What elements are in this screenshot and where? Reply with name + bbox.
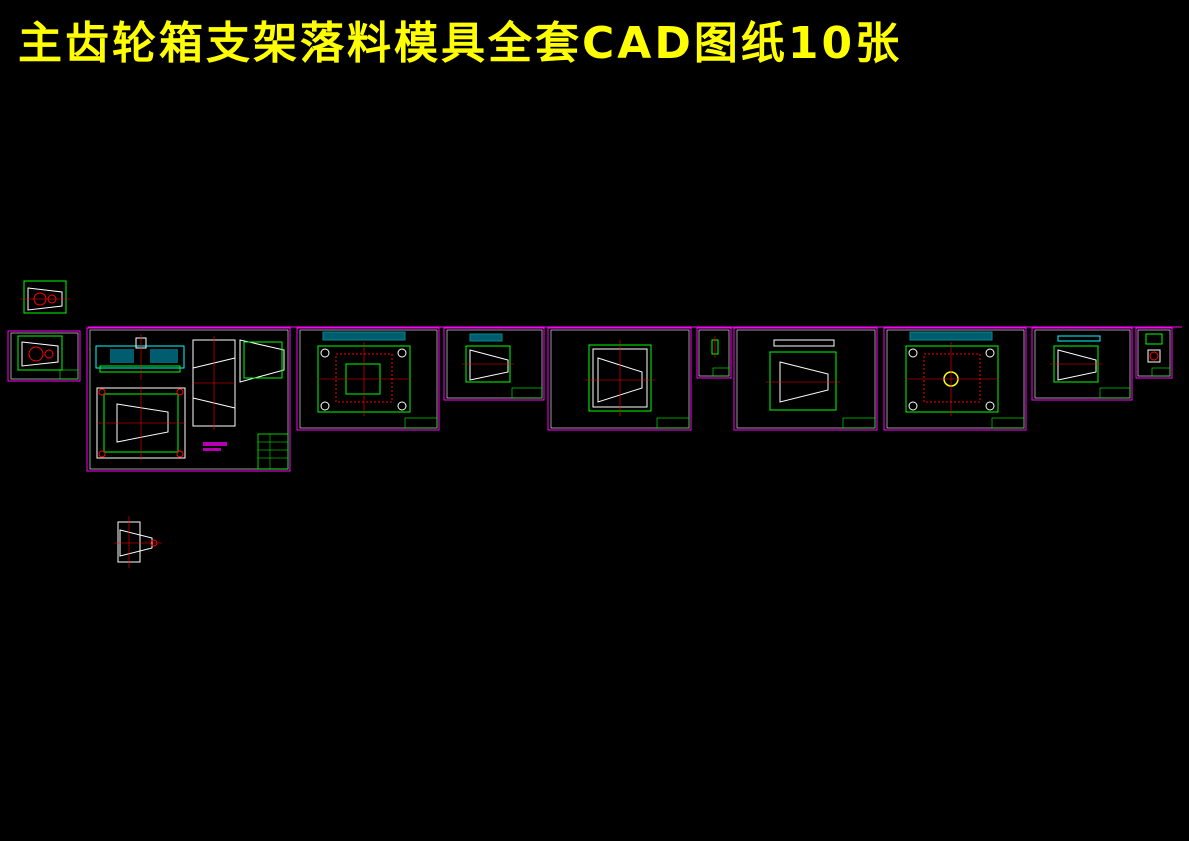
drawing-sheet-4[interactable] — [443, 327, 545, 401]
part-sketch-bottom[interactable] — [114, 516, 162, 568]
drawing-sheet-1[interactable] — [7, 330, 81, 382]
drawing-sheet-10[interactable] — [1135, 327, 1173, 379]
drawing-sheet-3[interactable] — [296, 327, 440, 431]
drawing-sheet-9[interactable] — [1031, 327, 1133, 401]
part-thumbnail-top[interactable] — [20, 280, 70, 314]
drawing-sheet-7[interactable] — [733, 327, 878, 431]
drawing-sheet-6[interactable] — [696, 327, 732, 379]
page-title: 主齿轮箱支架落料模具全套CAD图纸10张 — [18, 18, 903, 69]
drawing-sheet-5[interactable] — [547, 327, 692, 431]
drawing-sheet-8[interactable] — [883, 327, 1027, 431]
drawing-sheet-2-assembly[interactable] — [86, 327, 291, 472]
